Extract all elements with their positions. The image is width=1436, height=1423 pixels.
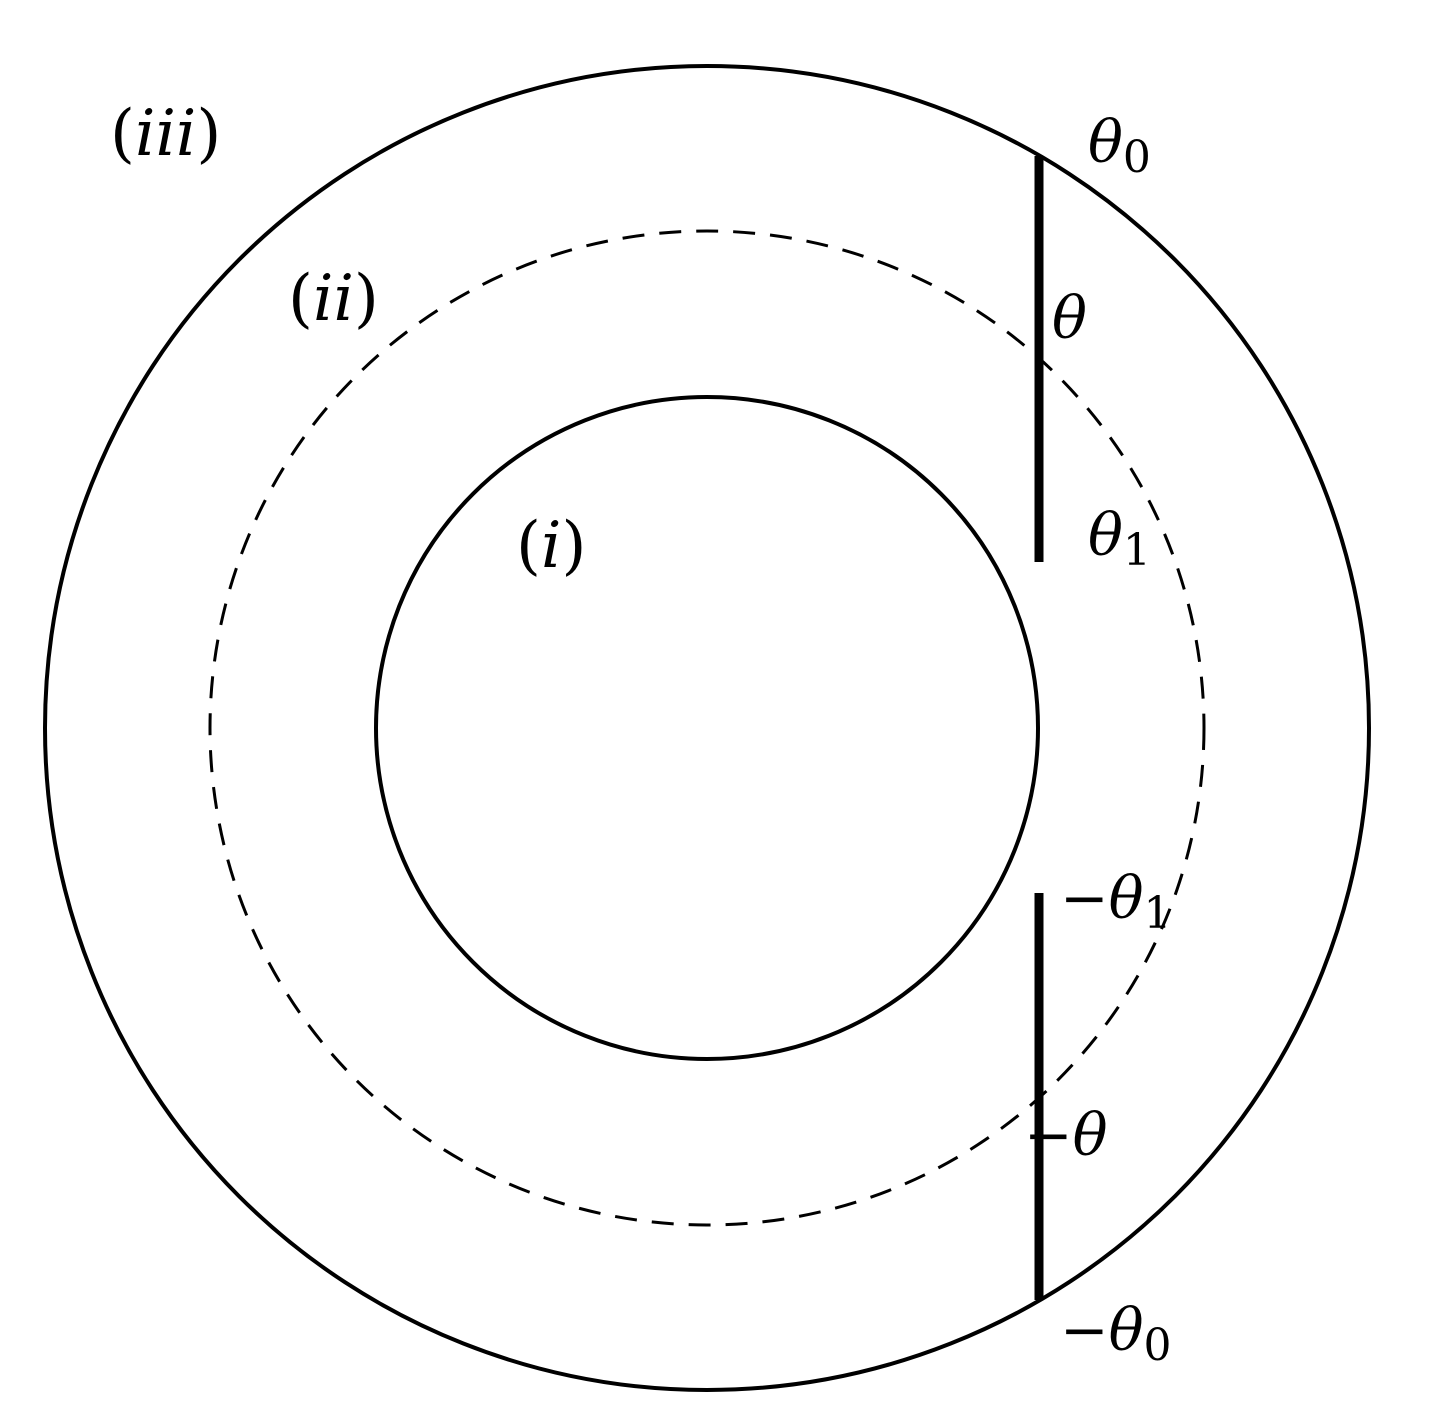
label-neg-theta0: −θ0	[1060, 1296, 1172, 1371]
outer-circle	[43, 64, 1371, 1392]
label-theta: θ	[1052, 284, 1087, 352]
label-theta1: θ1	[1088, 501, 1151, 576]
region-label-ii: (ii)	[288, 262, 379, 336]
inner-circle	[374, 395, 1040, 1061]
label-neg-theta: −θ	[1024, 1101, 1108, 1169]
label-theta0: θ0	[1088, 108, 1151, 183]
region-label-i: (i)	[516, 509, 586, 583]
region-label-iii: (iii)	[110, 97, 221, 171]
dashed-middle-circle	[208, 229, 1206, 1227]
label-neg-theta1: −θ1	[1060, 864, 1172, 939]
